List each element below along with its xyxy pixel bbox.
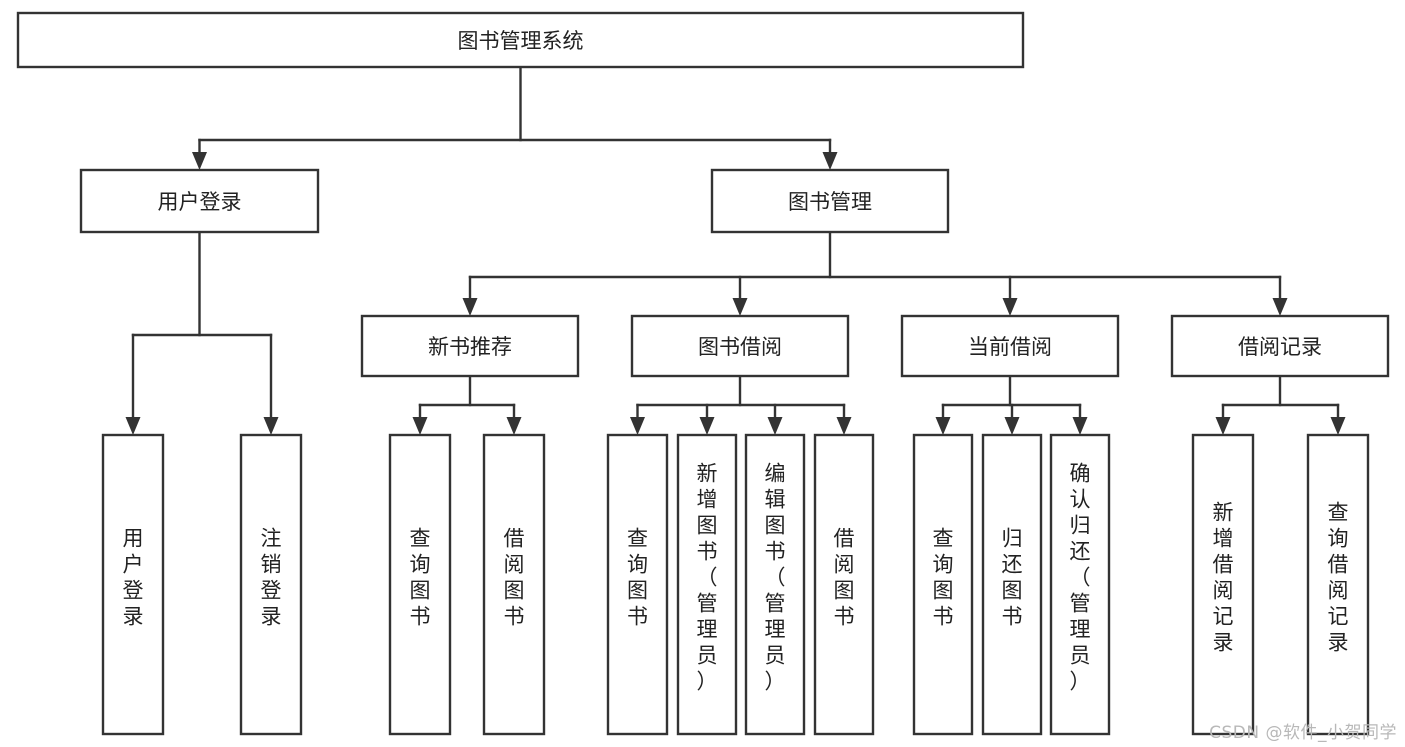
node-label: 借阅记录 xyxy=(1238,335,1322,359)
connector-arrow-head xyxy=(412,417,428,435)
node-label: 图书借阅 xyxy=(698,335,782,359)
node-box xyxy=(744,433,806,736)
connector-arrow-head xyxy=(462,298,478,316)
node-level1-用户登录[interactable]: 用户登录 xyxy=(79,168,320,234)
connector-arrow-head xyxy=(1072,417,1088,435)
node-box xyxy=(79,168,320,234)
connector-arrow-head xyxy=(630,417,645,435)
node-leaf-查询借阅记录[interactable]: 查询借阅记录 xyxy=(1306,433,1370,736)
connector-arrow-head xyxy=(263,417,279,435)
node-box xyxy=(912,433,974,736)
node-label: 注销登录 xyxy=(261,527,282,629)
node-label: 当前借阅 xyxy=(968,335,1052,359)
node-leaf-借阅图书[interactable]: 借阅图书 xyxy=(482,433,546,736)
node-label: 借阅图书 xyxy=(834,527,855,629)
node-leaf-编辑图书管理员[interactable]: 编辑图书（管理员） xyxy=(744,433,806,736)
node-box xyxy=(482,433,546,736)
node-label: 确认归还（管理员） xyxy=(1070,462,1091,694)
node-label: 归还图书 xyxy=(1002,527,1023,629)
node-label: 新书推荐 xyxy=(428,335,512,359)
node-level2-新书推荐[interactable]: 新书推荐 xyxy=(360,314,580,378)
connector-arrow-head xyxy=(1215,417,1231,435)
node-box xyxy=(16,11,1025,69)
node-root-图书管理系统[interactable]: 图书管理系统 xyxy=(16,11,1025,69)
node-box xyxy=(630,314,850,378)
connector-arrow-head xyxy=(1004,417,1020,435)
connector-arrow-head xyxy=(822,152,838,170)
node-leaf-查询图书[interactable]: 查询图书 xyxy=(606,433,669,736)
node-box xyxy=(1191,433,1255,736)
connectors-layer xyxy=(125,65,1346,435)
node-box xyxy=(981,433,1043,736)
connector-arrow-head xyxy=(125,417,141,435)
node-level2-图书借阅[interactable]: 图书借阅 xyxy=(630,314,850,378)
node-leaf-查询图书[interactable]: 查询图书 xyxy=(388,433,452,736)
node-label: 编辑图书（管理员） xyxy=(765,462,786,694)
node-level1-图书管理[interactable]: 图书管理 xyxy=(710,168,950,234)
node-label: 借阅图书 xyxy=(504,527,525,629)
connector-arrow-head xyxy=(732,298,748,316)
node-label: 图书管理 xyxy=(788,190,872,214)
node-label: 查询图书 xyxy=(627,527,648,629)
connector-arrow-head xyxy=(767,417,783,435)
connector-arrow-head xyxy=(1272,298,1288,316)
node-box xyxy=(900,314,1120,378)
connector-arrow-head xyxy=(506,417,522,435)
node-box xyxy=(1049,433,1111,736)
node-level2-借阅记录[interactable]: 借阅记录 xyxy=(1170,314,1390,378)
node-label: 图书管理系统 xyxy=(458,29,584,53)
node-box xyxy=(813,433,875,736)
node-leaf-用户登录[interactable]: 用户登录 xyxy=(101,433,165,736)
node-level2-当前借阅[interactable]: 当前借阅 xyxy=(900,314,1120,378)
node-box xyxy=(388,433,452,736)
node-label: 查询图书 xyxy=(933,527,954,629)
connector-arrow-head xyxy=(1330,417,1346,435)
node-box xyxy=(360,314,580,378)
node-label: 新增借阅记录 xyxy=(1213,501,1234,655)
node-box xyxy=(101,433,165,736)
node-leaf-归还图书[interactable]: 归还图书 xyxy=(981,433,1043,736)
node-leaf-确认归还管理员[interactable]: 确认归还（管理员） xyxy=(1049,433,1111,736)
node-label: 用户登录 xyxy=(158,190,242,214)
node-label: 查询借阅记录 xyxy=(1328,501,1349,655)
node-leaf-查询图书[interactable]: 查询图书 xyxy=(912,433,974,736)
nodes-layer: 图书管理系统用户登录图书管理新书推荐图书借阅当前借阅借阅记录用户登录注销登录查询… xyxy=(16,11,1390,736)
node-box xyxy=(606,433,669,736)
node-leaf-注销登录[interactable]: 注销登录 xyxy=(239,433,303,736)
connector-arrow-head xyxy=(836,417,852,435)
node-box xyxy=(1306,433,1370,736)
node-leaf-新增图书管理员[interactable]: 新增图书（管理员） xyxy=(676,433,738,736)
node-leaf-新增借阅记录[interactable]: 新增借阅记录 xyxy=(1191,433,1255,736)
connector-arrow-head xyxy=(192,152,207,170)
csdn-watermark: CSDN @软件_小贺同学 xyxy=(1209,723,1397,743)
node-box xyxy=(239,433,303,736)
node-label: 新增图书（管理员） xyxy=(697,462,718,694)
connector-arrow-head xyxy=(935,417,951,435)
node-box xyxy=(710,168,950,234)
node-label: 用户登录 xyxy=(123,527,144,629)
node-label: 查询图书 xyxy=(410,527,431,629)
node-leaf-借阅图书[interactable]: 借阅图书 xyxy=(813,433,875,736)
node-box xyxy=(676,433,738,736)
node-box xyxy=(1170,314,1390,378)
connector-arrow-head xyxy=(699,417,715,435)
connector-arrow-head xyxy=(1002,298,1018,316)
